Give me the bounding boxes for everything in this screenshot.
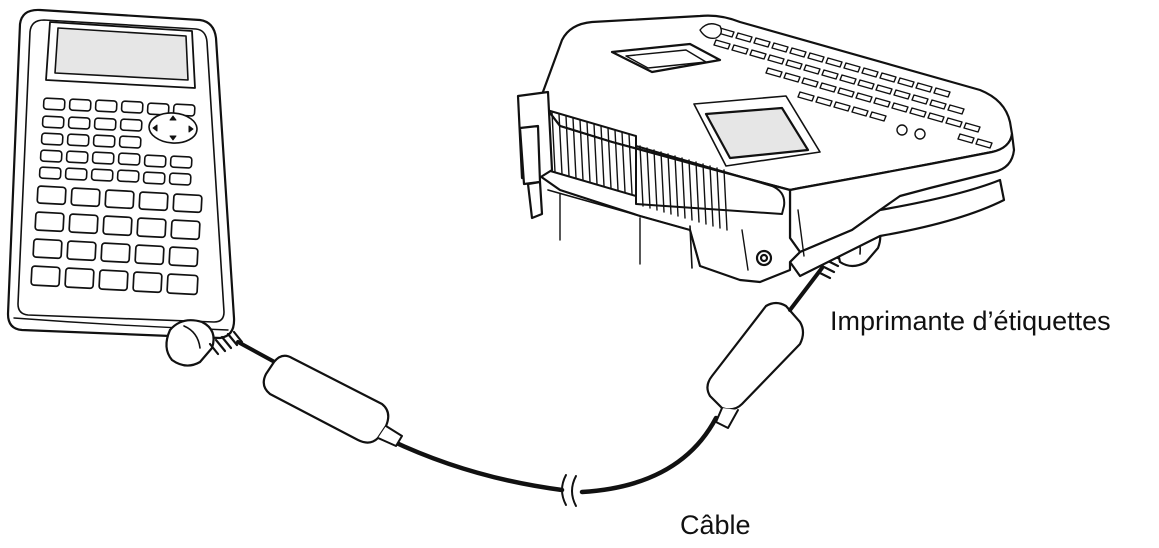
link-cable <box>165 218 882 507</box>
label-printer <box>516 14 1016 284</box>
calculator-number-keys <box>30 185 203 296</box>
printer-display <box>704 106 810 160</box>
dpad-icon <box>148 112 198 144</box>
printer-label: Imprimante d’étiquettes <box>830 306 1111 336</box>
graphing-calculator <box>6 8 236 340</box>
calculator-function-keys <box>38 97 196 186</box>
printer-keyboard <box>699 23 993 149</box>
calculator-screen <box>54 27 189 81</box>
cable-label: Câble <box>680 510 751 540</box>
